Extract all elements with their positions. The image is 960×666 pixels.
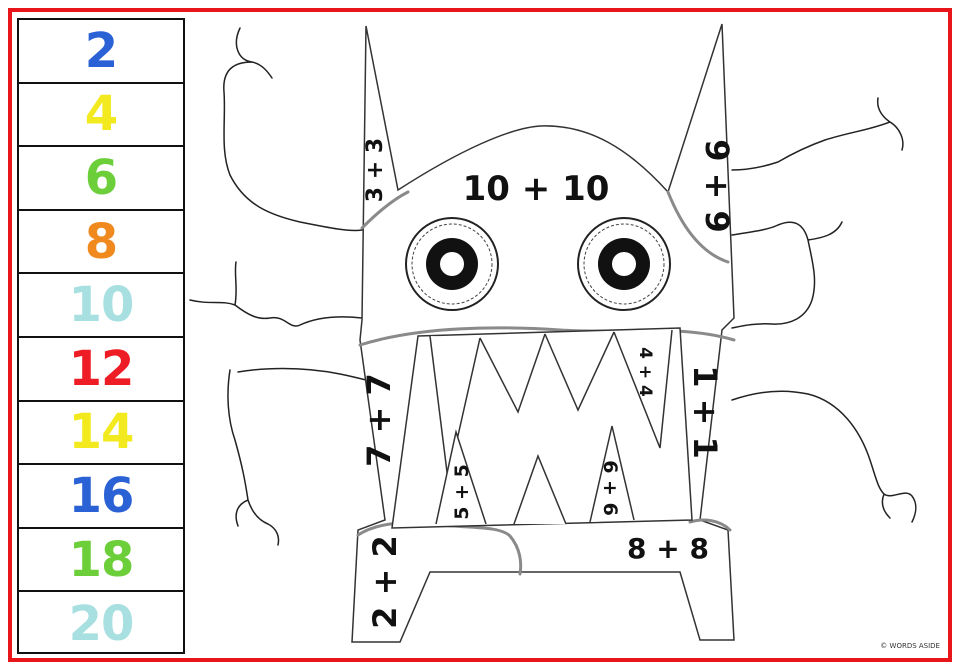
key-item: 12: [19, 338, 183, 402]
key-number: 2: [84, 22, 118, 79]
tooth: [479, 333, 546, 414]
sum-left-leg: 2 + 2: [366, 535, 404, 629]
key-item: 18: [19, 529, 183, 593]
sum-left-ear: 3 + 3: [363, 138, 388, 202]
key-item: 2: [19, 20, 183, 84]
tooth: [435, 429, 487, 525]
sum-lower-tooth-left: 5 + 5: [451, 464, 473, 520]
sum-upper-tooth: 4 + 4: [635, 347, 655, 397]
key-number: 14: [68, 404, 135, 461]
key-number: 12: [68, 340, 135, 397]
sum-lower-tooth-right: 6 + 6: [599, 460, 621, 516]
key-item: 8: [19, 211, 183, 275]
key-item: 16: [19, 465, 183, 529]
key-item: 10: [19, 274, 183, 338]
monster-mouth: [391, 327, 693, 529]
hair-lines: [189, 27, 917, 546]
left-eye: [405, 217, 499, 311]
color-key: 2 4 6 8 10 12 14 16 18 20: [17, 18, 185, 654]
tooth: [544, 331, 615, 412]
key-number: 8: [84, 213, 118, 270]
tooth: [589, 425, 635, 523]
sum-forehead: 10 + 10: [463, 169, 610, 209]
right-eye: [577, 217, 671, 311]
key-number: 6: [84, 149, 118, 206]
key-number: 18: [68, 531, 135, 588]
sum-right-cheek: 1 + 1: [686, 365, 724, 459]
sum-left-cheek: 7 + 7: [360, 373, 398, 467]
sum-right-leg: 8 + 8: [627, 532, 709, 565]
key-item: 6: [19, 147, 183, 211]
copyright-text: © WORDS ASIDE: [880, 642, 940, 650]
key-number: 10: [68, 277, 135, 334]
key-number: 16: [68, 467, 135, 524]
key-number: 20: [68, 596, 135, 653]
key-item: 4: [19, 84, 183, 148]
tooth: [513, 453, 567, 525]
key-number: 4: [84, 86, 118, 143]
tooth: [613, 329, 673, 449]
sum-right-ear: 9 + 9: [698, 139, 736, 233]
key-item: 20: [19, 592, 183, 656]
key-item: 14: [19, 402, 183, 466]
